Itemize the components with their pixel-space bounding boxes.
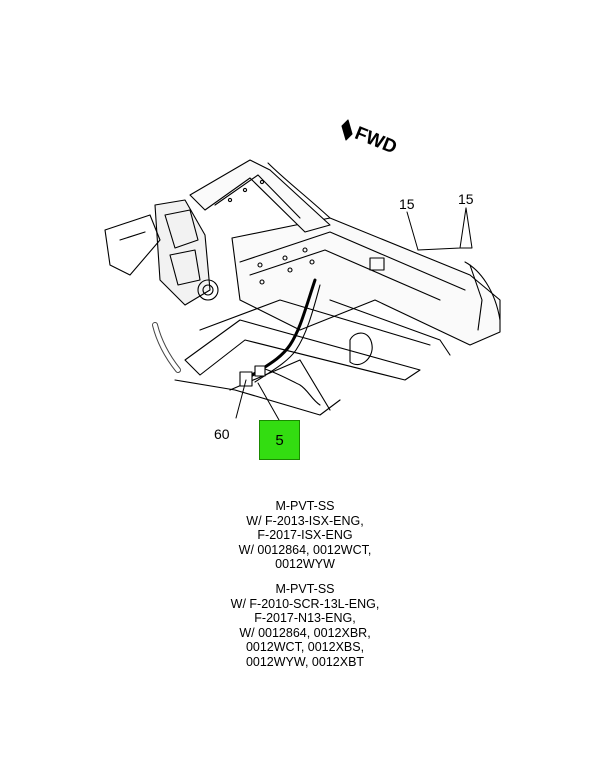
note-line: F-2017-N13-ENG, <box>254 611 356 626</box>
note-line: M-PVT-SS <box>275 582 335 596</box>
fwd-arrow-icon <box>341 119 353 141</box>
note-line: M-PVT-SS <box>275 499 335 513</box>
wiring-harness <box>239 278 373 406</box>
leader-lines <box>235 207 473 421</box>
crossmember <box>174 299 451 416</box>
frame-rail <box>231 217 501 346</box>
fwd-label: FWD <box>352 123 400 159</box>
note-block-1: M-PVT-SS W/ F-2013-ISX-ENG, F-2017-ISX-E… <box>0 499 610 572</box>
note-line: 0012WCT, 0012XBS, <box>245 640 365 655</box>
note-line: W/ F-2013-ISX-ENG, <box>246 513 364 528</box>
note-line: W/ 0012864, 0012XBR, <box>239 625 371 640</box>
side-rail <box>189 159 331 233</box>
cab-mount <box>104 199 219 306</box>
note-line: 0012WYW <box>275 557 335 572</box>
note-line: W/ F-2010-SCR-13L-ENG, <box>230 596 380 611</box>
note-line: W/ 0012864, 0012WCT, <box>238 542 372 557</box>
part-5-hotspot[interactable]: 5 <box>259 420 300 460</box>
callout-15-left: 15 <box>399 196 415 212</box>
callout-60: 60 <box>214 426 230 442</box>
note-line: F-2017-ISX-ENG <box>257 528 353 543</box>
hose <box>152 322 181 373</box>
note-block-2: M-PVT-SS W/ F-2010-SCR-13L-ENG, F-2017-N… <box>0 582 610 670</box>
callout-15-right: 15 <box>458 191 474 207</box>
part-5-label: 5 <box>275 431 284 449</box>
parts-diagram: FWD <box>104 119 501 421</box>
note-line: 0012WYW, 0012XBT <box>245 654 365 669</box>
